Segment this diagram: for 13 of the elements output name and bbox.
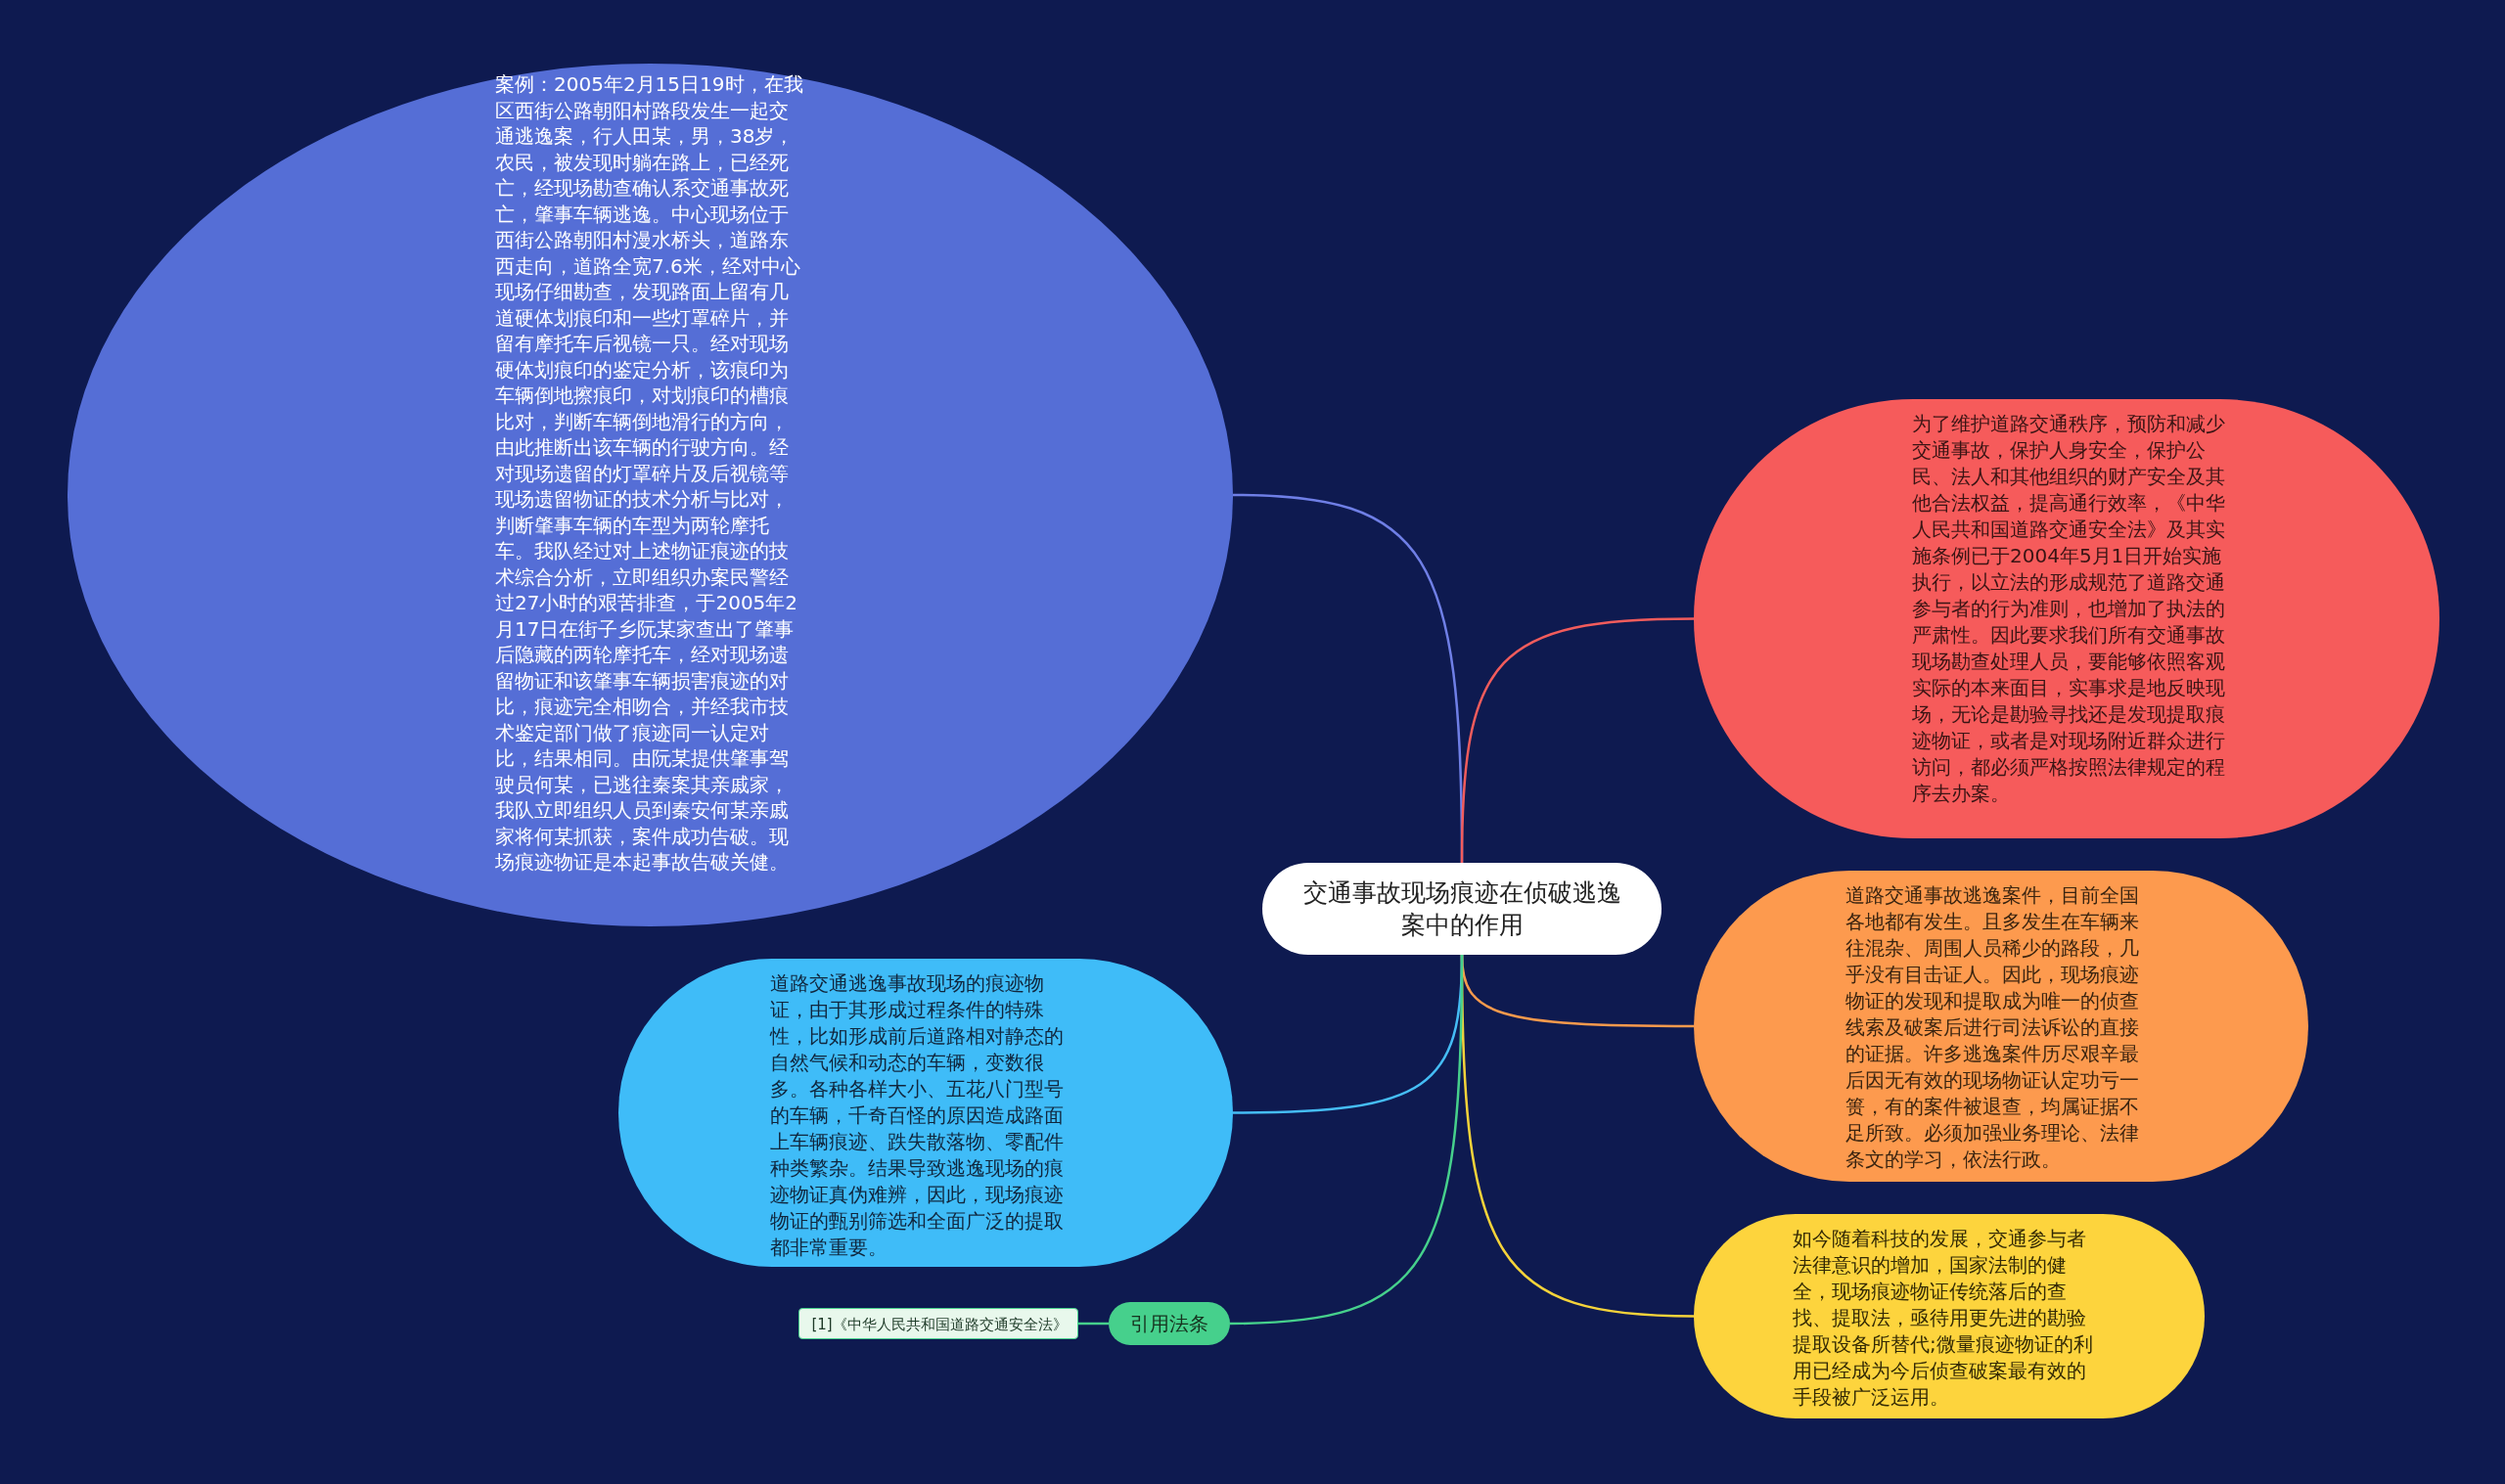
tag-box — [1109, 1302, 1230, 1345]
body-text: 为了维护道路交通秩序，预防和减少交通事故，保护人身安全，保护公民、法人和其他组织的财产安全及其他合法权益，提高通行效率，《中华人民共和国道路交通安全法》及其实施条例已于2004年5月1日开始实施执行，以立法的形成规范了道路交通参与者的行为准则，也增加了执法的严肃性。因此要求我们所有交通事故现场勘查处理人员，要能够依照客观实际的本来面目，实事求是地反映现场，无论是勘验寻找还是发现提取痕迹物证，或者是对现场附近群众进行访问，都必须严格按照法律规定的程序去办案。 — [1912, 411, 2226, 807]
connector-line — [1078, 1322, 1109, 1326]
topic-label: [1]《中华人民共和国道路交通安全法》 — [810, 1315, 1069, 1335]
body-text: 道路交通事故逃逸案件，目前全国各地都有发生。且多发生在车辆来往混杂、周围人员稀少的路段，几乎没有目击证人。因此，现场痕迹物证的发现和提取成为唯一的侦查线索及破案后进行司法诉讼的直接的证据。许多逃逸案件历尽艰辛最后因无有效的现场物证认定功亏一篑，有的案件被退查，均属证据不足所致。必须加强业务理论、法律条文的学习，依法行政。 — [1845, 882, 2140, 1173]
topic-label: 引用法条 — [1129, 1311, 1209, 1337]
body-text: 如今随着科技的发展，交通参与者法律意识的增加，国家法制的健全，现场痕迹物证传统落后的查找、提取法，亟待用更先进的勘验提取设备所替代;微量痕迹物证的利用已经成为今后侦查破案最有效的手段被广泛运用。 — [1793, 1226, 2094, 1411]
body-text: 道路交通逃逸事故现场的痕迹物证，由于其形成过程条件的特殊性，比如形成前后道路相对静态的自然气候和动态的车辆，变数很多。各种各样大小、五花八门型号的车辆，千奇百怪的原因造成路面上车辆痕迹、跌失散落物、零配件种类繁杂。结果导致逃逸现场的痕迹物证真伪难辨，因此，现场痕迹物证的甄别筛选和全面广泛的提取都非常重要。 — [770, 970, 1065, 1261]
connector-line — [1229, 955, 1464, 1326]
citation-box — [798, 1308, 1078, 1339]
body-text: 案例：2005年2月15日19时，在我区西街公路朝阳村路段发生一起交通逃逸案，行人田某，男，38岁，农民，被发现时躺在路上，已经死亡，经现场勘查确认系交通事故死亡，肇事车辆逃逸。中心现场位于西街公路朝阳村漫水桥头，道路东西走向，道路全宽7.6米，经对中心现场仔细勘查，发现路面上留有几道硬体划痕印和一些灯罩碎片，并留有摩托车后视镜一只。经对现场硬体划痕印的鉴定分析，该痕印为车辆倒地擦痕印，对划痕印的槽痕比对，判断车辆倒地滑行的方向，由此推断出该车辆的行驶方向。经对现场遗留的灯罩碎片及后视镜等现场遗留物证的技术分析与比对，判断肇事车辆的车型为两轮摩托车。我队经过对上述物证痕迹的技术综合分析，立即组织办案民警经过27小时的艰苦排查，于2005年2月17日在街子乡阮某家查出了肇事后隐藏的两轮摩托车，经对现场遗留物证和该肇事车辆损害痕迹的对比，痕迹完全相吻合，并经我市技术鉴定部门做了痕迹同一认定对比，结果相同。由阮某提供肇事驾驶员何某，已逃往秦案其亲戚家，我队立即组织人员到秦安何某亲戚家将何某抓获，案件成功告破。现场痕迹物证是本起事故告破关健。 — [495, 71, 804, 876]
topic-label: 交通事故现场痕迹在侦破逃逸案中的作用 — [1301, 877, 1622, 941]
connector-line — [1460, 617, 1695, 863]
